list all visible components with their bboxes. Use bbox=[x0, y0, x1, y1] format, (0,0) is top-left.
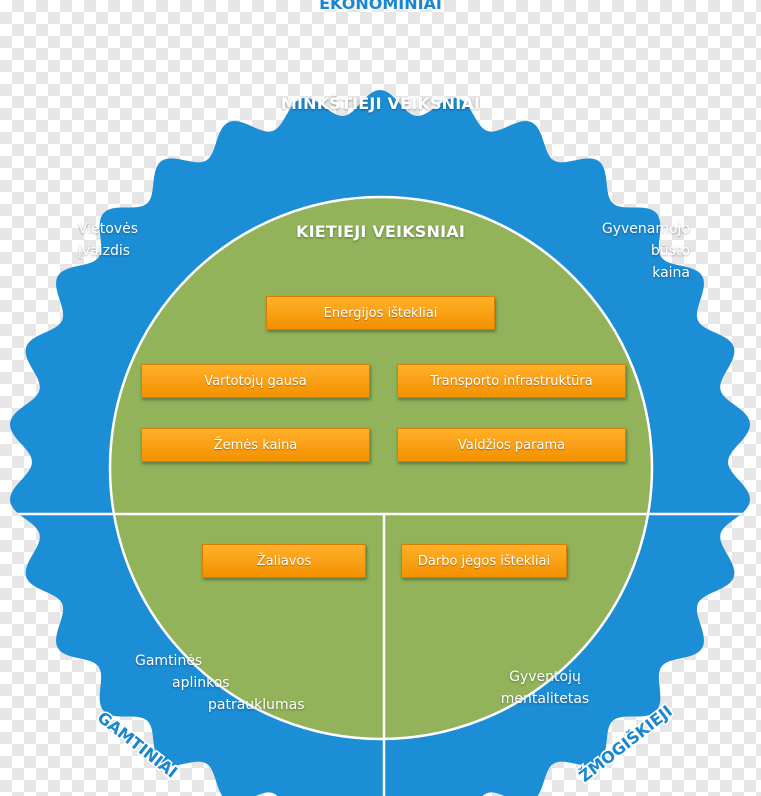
factor-consumers: Vartotojų gausa bbox=[141, 364, 370, 398]
soft-factor-mentality: Gyventojų mentalitetas bbox=[470, 666, 620, 710]
soft-factor-mentality-line1: Gyventojų bbox=[509, 669, 581, 685]
soft-factor-housing-line3: kaina bbox=[652, 265, 690, 281]
category-ekonominiai-label: EKONOMINIAI bbox=[319, 0, 442, 13]
hard-factors-title: KIETIEJI VEIKSNIAI bbox=[295, 222, 466, 241]
soft-factor-environment-line3: patrauklumas bbox=[208, 697, 305, 713]
factor-raw-materials: Žaliavos bbox=[202, 544, 366, 578]
soft-factor-housing-line2: būsto bbox=[650, 243, 690, 259]
inner-hard-factors-circle bbox=[108, 195, 654, 741]
soft-factor-environment: Gamtinės aplinkos patrauklumas bbox=[135, 650, 325, 716]
soft-factor-housing-price: Gyvenamojo būsto kaina bbox=[560, 218, 690, 284]
factor-labor: Darbo jėgos ištekliai bbox=[401, 544, 567, 578]
soft-factor-environment-line1: Gamtinės bbox=[135, 653, 203, 669]
soft-factor-image: Vietovės įvaizdis bbox=[78, 218, 138, 262]
soft-factors-title: MINKŠTIEJI VEIKSNIAI bbox=[280, 94, 481, 113]
factor-energy: Energijos ištekliai bbox=[266, 296, 495, 330]
soft-factor-image-line1: Vietovės bbox=[78, 221, 139, 237]
soft-factor-housing-line1: Gyvenamojo bbox=[601, 221, 690, 237]
soft-factor-environment-line2: aplinkos bbox=[172, 675, 230, 691]
factor-land: Žemės kaina bbox=[141, 428, 370, 462]
soft-factor-mentality-line2: mentalitetas bbox=[500, 691, 590, 707]
soft-factor-image-line2: įvaizdis bbox=[78, 243, 131, 259]
factor-government: Valdžios parama bbox=[397, 428, 626, 462]
factor-transport: Transporto infrastruktūra bbox=[397, 364, 626, 398]
